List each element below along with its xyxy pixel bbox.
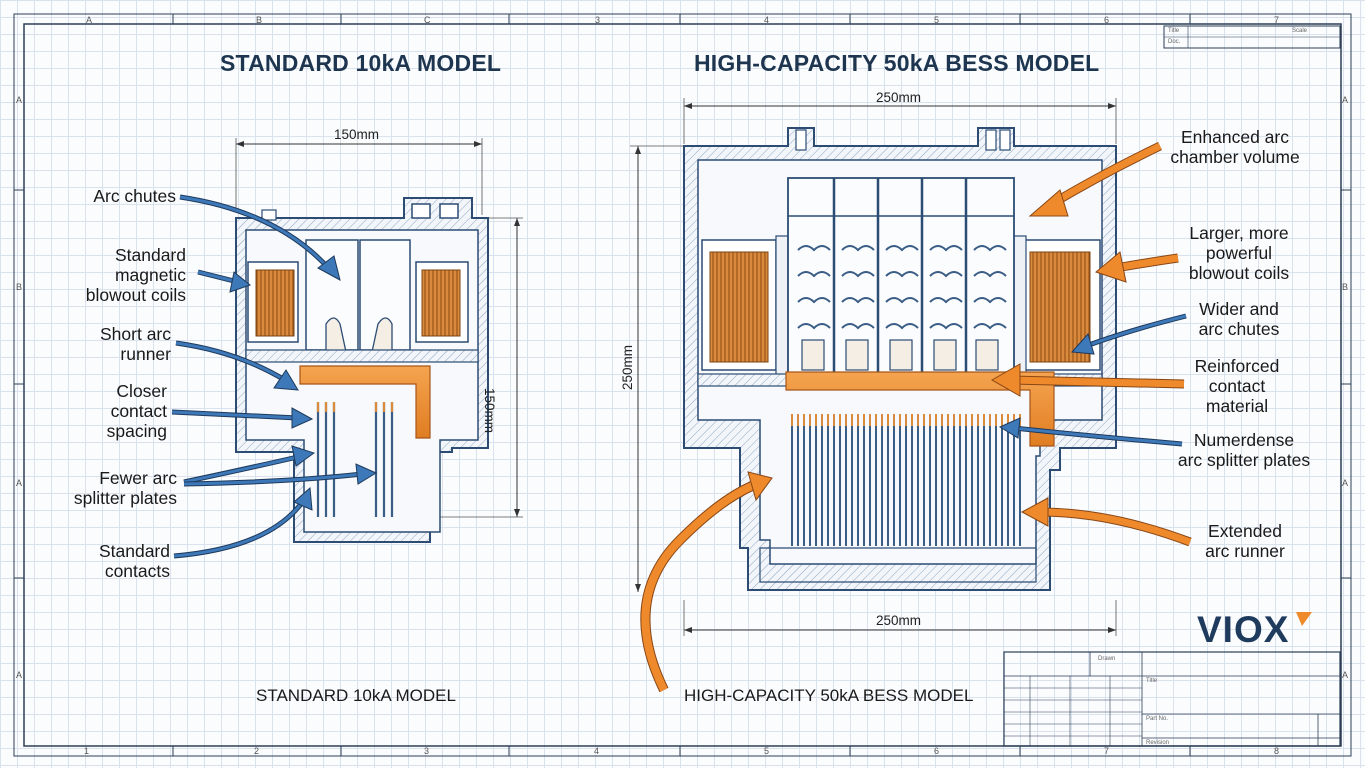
left-width-dimension: 150mm [334, 127, 380, 142]
label-standard-contacts: Standard contacts [98, 541, 170, 581]
label-dense-plates: Numerdense arc splitter plates [1177, 430, 1311, 470]
label-fewer-plates: Fewer arc splitter plates [73, 468, 177, 508]
label-closer-spacing: Closer contact spacing [106, 381, 167, 441]
right-callout-arrows [640, 141, 1192, 693]
label-short-runner: Short arc runner [100, 324, 171, 364]
left-height-dimension: 150mm [482, 388, 497, 434]
left-model-caption: STANDARD 10kA MODEL [256, 686, 456, 705]
viox-logo: VIOX [1197, 609, 1290, 650]
label-extended-runner: Extended arc runner [1205, 521, 1285, 561]
label-wider-chutes: Wider and arc chutes [1198, 299, 1280, 339]
bess-breaker-drawing [630, 98, 1117, 636]
right-model-title: HIGH-CAPACITY 50kA BESS MODEL [694, 50, 1100, 76]
label-arc-chutes: Arc chutes [93, 186, 176, 206]
right-model-caption: HIGH-CAPACITY 50kA BESS MODEL [684, 686, 974, 705]
standard-breaker-drawing [171, 138, 523, 559]
sheet-border [23, 23, 1342, 747]
label-larger-coils: Larger, more powerful blowout coils [1188, 223, 1290, 283]
label-enhanced-chamber: Enhanced arc chamber volume [1170, 127, 1300, 167]
label-standard-coils: Standard magnetic blowout coils [85, 245, 186, 305]
label-reinforced-contact: Reinforced contact material [1194, 356, 1280, 416]
left-model-title: STANDARD 10kA MODEL [220, 50, 502, 76]
right-height-dimension: 250mm [620, 344, 635, 390]
left-callout-arrows [171, 194, 378, 559]
right-top-dimension: 250mm [876, 90, 922, 105]
right-bottom-dimension: 250mm [876, 613, 922, 628]
title-block [1003, 25, 1341, 747]
